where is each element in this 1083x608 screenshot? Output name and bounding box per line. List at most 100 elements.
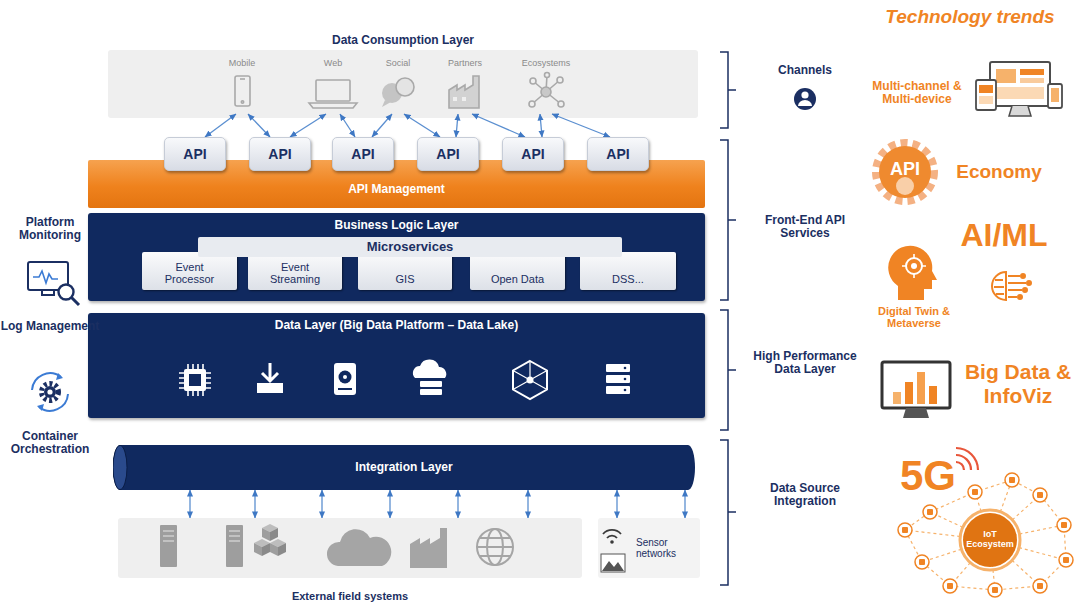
multi-device-icon [979,85,993,93]
trend-label: AI/ML [948,218,1060,254]
channel-user-icon [794,88,816,110]
channel-user-icon [801,91,808,98]
api-gear-icon [896,177,914,195]
channel-icon-text: Mobile [229,56,256,68]
tier-label: Data Source Integration [745,482,865,509]
channel-icon-text: Partners [448,56,482,68]
side-label: Container Orchestration [0,430,100,457]
container-orchestration-icon [32,373,68,411]
platform-monitoring-icon [72,298,80,306]
channel-icon-text: Ecosystems [522,56,571,68]
channel-icon: Social [366,56,430,114]
multi-device-icon [996,69,1016,83]
digital-twin-icon [906,258,922,274]
digital-twin-icon [888,246,937,300]
data-layer-text: Data Layer (Big Data Platform – Data Lak… [275,319,518,333]
ai-brain-icon [992,272,1031,300]
side-label: Platform Monitoring [0,216,100,243]
service-box-text: Event Processor [158,261,222,286]
api-box-text: API [521,146,544,162]
iot-network [1059,553,1073,567]
api-gear-icon [876,143,934,201]
container-orchestration-icon [32,373,61,390]
api-box: API [502,137,564,171]
container-orchestration-icon [47,389,52,394]
multi-device-icon [996,87,1044,99]
multi-device-icon [976,62,1062,116]
api-box: API [417,137,479,171]
integration-cylinder-text: Integration Layer [355,461,452,475]
cylinder-end [113,446,127,490]
container-orchestration-icon [39,394,68,411]
ai-brain-icon [992,272,1006,300]
iot-network [968,485,982,499]
tier-label: Channels [755,64,855,77]
iot-network [1061,522,1067,528]
iot-network [1033,488,1047,502]
sensor-box-text: Sensor networks [636,537,694,560]
ai-brain-icon [1021,274,1025,278]
trend-label: Multi-channel & Multi-device [862,80,972,107]
layer-brackets [720,310,736,430]
data-layer: Data Layer (Big Data Platform – Data Lak… [88,313,705,418]
multi-device-icon [1048,84,1062,108]
layer-brackets [720,52,736,585]
api-box-text: API [606,146,629,162]
iot-network [992,587,998,593]
iot-network [947,583,953,589]
ai-brain-icon [1023,288,1027,292]
service-box-text: DSS... [612,273,644,286]
integration-link [527,490,528,518]
infoviz-monitor-icon [903,408,929,418]
iot-network [972,489,978,495]
iot-network [1009,477,1015,483]
channel-icon: Web [301,56,365,114]
platform-monitoring-icon [33,271,58,283]
multi-device-icon [976,80,996,110]
channel-icon: Mobile [210,56,274,114]
infoviz-monitor-icon [905,382,913,404]
iot-network [960,510,1020,570]
container-orchestration-icon [42,384,59,401]
layer-brackets [720,440,736,585]
channel-icon: Partners [433,56,497,114]
channel-icon-text: Web [324,56,342,68]
multi-device-icon [1051,88,1059,102]
trend-label: Digital Twin & Metaverse [862,305,966,330]
container-orchestration-icon [56,373,63,380]
digital-twin-icon [888,246,937,300]
iot-network [1037,492,1043,498]
service-box-text: Open Data [491,273,544,286]
integration-link [189,490,190,518]
api-box: API [164,137,226,171]
service-box-text: GIS [396,273,415,286]
layer-brackets [720,52,736,128]
iot-network [1005,473,1019,487]
infoviz-monitor-icon [893,392,901,404]
business-logic-layer: Business Logic LayerMicroservicesEvent P… [88,213,705,301]
layer-brackets [720,140,736,300]
iot-network [988,583,1002,597]
ai-brain-icon [1027,281,1031,285]
trends-heading: Technology trends [862,6,1078,27]
iot-network [923,505,937,519]
iot-network [1033,579,1047,593]
channel-icon: Ecosystems [514,56,578,114]
business-logic-layer-text: Business Logic Layer [334,219,458,233]
integration-link [616,490,617,518]
multi-device-icon [1009,106,1031,116]
container-orchestration-icon [37,404,44,411]
trend-label: Big Data & InfoViz [958,360,1078,407]
signal-icon [956,448,978,470]
multi-device-icon [990,62,1050,106]
channel-user-icon [794,88,816,110]
trend-label: Economy [940,161,1058,182]
infoviz-monitor-icon [917,372,925,404]
iot-hub-text: IoT Ecosystem [960,529,1020,549]
infoviz-monitor-icon [929,386,937,404]
api-management-bar-text: API Management [348,183,445,197]
digital-twin-icon [911,263,917,269]
api-box-text: API [351,146,374,162]
iot-network [898,523,912,537]
service-box: Open Data [470,252,565,290]
